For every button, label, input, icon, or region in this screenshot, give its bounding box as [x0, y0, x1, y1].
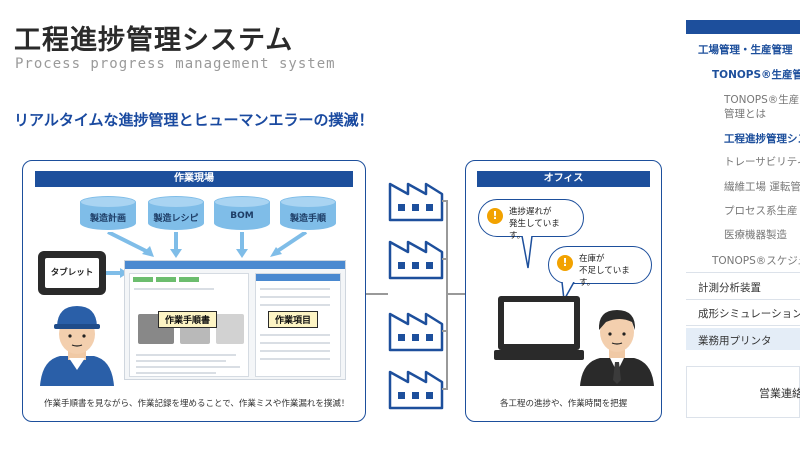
- sidebar-item-scheduler[interactable]: TONOPS®スケジューラ: [712, 255, 800, 267]
- sidebar: 工場管理・生産管理 TONOPS®生産管理 TONOPS®生産管理とは 工程進捗…: [686, 0, 800, 450]
- alert-icon: !: [557, 255, 573, 271]
- connector-line: [366, 293, 388, 295]
- monitor-icon: [494, 296, 584, 360]
- alert-bubble-stock: ! 在庫が不足しています。: [548, 246, 652, 288]
- page-title: 工程進捗管理システム: [14, 25, 294, 56]
- sidebar-item-medical[interactable]: 医療機器製造: [724, 229, 787, 241]
- field-panel-title: 作業現場: [35, 171, 353, 187]
- sidebar-item-tonops[interactable]: TONOPS®生産管理: [712, 69, 800, 81]
- tablet-arrow: [106, 268, 128, 278]
- database-icon: BOM: [214, 196, 270, 232]
- page-subtitle: Process progress management system: [15, 56, 336, 72]
- bubble-tail: [521, 236, 533, 269]
- contact-label[interactable]: 営業連絡: [759, 387, 800, 400]
- headline: リアルタイムな進捗管理とヒューマンエラーの撲滅！: [14, 111, 374, 129]
- sidebar-item-process-production[interactable]: プロセス系生産: [724, 205, 798, 217]
- sidebar-topbar: [686, 20, 800, 34]
- database-label: 製造手順: [289, 214, 326, 224]
- sidebar-highlight: [686, 328, 800, 350]
- manual-tag: 作業手順書: [158, 311, 218, 328]
- database-icon: 製造計画: [80, 196, 136, 232]
- tablet-label: タブレット: [45, 258, 99, 288]
- database-icon: 製造手順: [280, 196, 336, 232]
- factory-icon: [388, 182, 444, 222]
- factory-icon: [388, 312, 444, 352]
- factory-icon: [388, 240, 444, 280]
- bubble-text: 進捗遅れが発生しています。: [509, 207, 560, 241]
- office-caption: 各工程の進捗や、作業時間を把握: [500, 399, 628, 409]
- factory-icon: [388, 370, 444, 410]
- sidebar-item-molding[interactable]: 成形シミュレーション: [698, 308, 800, 320]
- sidebar-item-traceability[interactable]: トレーサビリティ: [724, 156, 800, 168]
- flow-arrows: [107, 232, 308, 258]
- field-caption: 作業手順書を見ながら、作業記録を埋めることで、作業ミスや作業漏れを撲滅！: [44, 399, 350, 409]
- bubble-text: 在庫が不足しています。: [579, 254, 630, 288]
- contact-box[interactable]: 営業連絡: [686, 366, 800, 418]
- database-label: 製造レシピ: [153, 214, 199, 224]
- worker-icon: [40, 306, 114, 386]
- database-label: 製造計画: [89, 214, 126, 224]
- sidebar-item-tonops-about[interactable]: TONOPS®生産管理とは: [724, 94, 800, 120]
- tablet-icon: タブレット: [38, 251, 106, 295]
- alert-bubble-progress: ! 進捗遅れが発生しています。: [478, 199, 584, 241]
- sidebar-item-measurement[interactable]: 計測分析装置: [698, 282, 761, 294]
- sidebar-item-process-progress[interactable]: 工程進捗管理システム: [724, 133, 800, 145]
- alert-icon: !: [487, 208, 503, 224]
- work-items-tag: 作業項目: [268, 311, 319, 328]
- database-icon: 製造レシピ: [148, 196, 204, 232]
- sidebar-item-textile[interactable]: 繊維工場 運転管理: [724, 181, 800, 193]
- connector-line: [446, 293, 465, 295]
- sidebar-item-printer[interactable]: 業務用プリンタ: [698, 335, 772, 347]
- database-label: BOM: [230, 211, 254, 221]
- office-panel-title: オフィス: [477, 171, 650, 187]
- sidebar-item-factory[interactable]: 工場管理・生産管理: [698, 44, 793, 56]
- office-worker-icon: [580, 310, 654, 386]
